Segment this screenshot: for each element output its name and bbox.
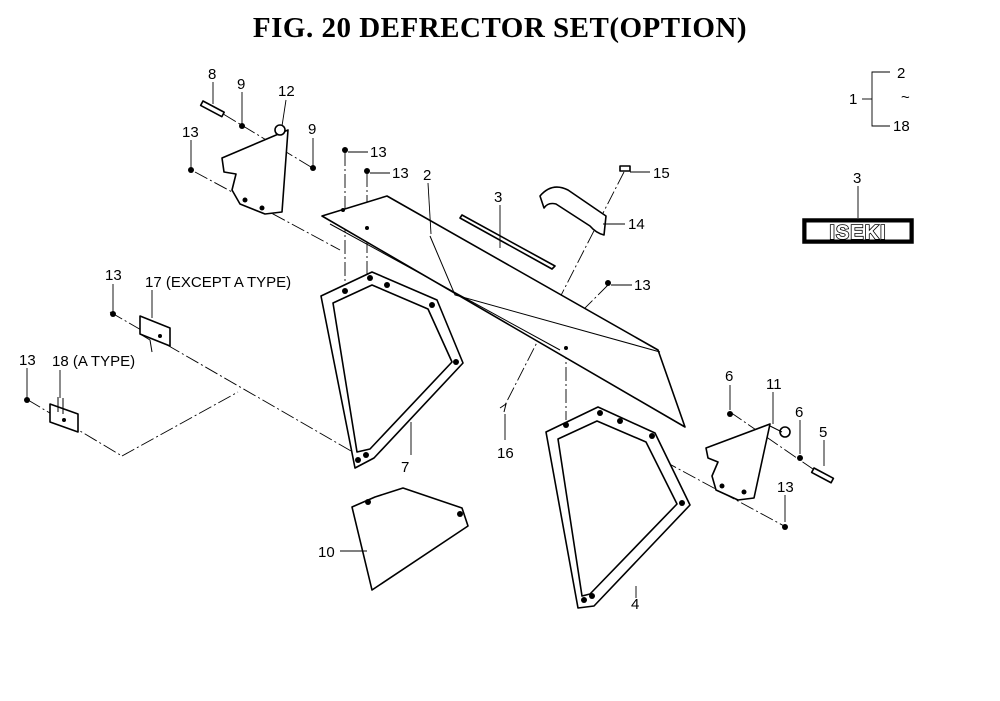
assembly-range-start: 2 <box>897 65 905 82</box>
assembly-number: 1 <box>849 91 857 108</box>
callout-6-left: 6 <box>725 368 733 385</box>
iseki-logo-plate: ISEKI <box>802 218 914 245</box>
plate-a-type <box>49 397 79 433</box>
callout-14: 14 <box>628 216 645 233</box>
callout-9-left: 9 <box>237 76 245 93</box>
callout-15: 15 <box>653 165 670 182</box>
callout-13-top-a: 13 <box>370 144 387 161</box>
callout-13-right-bracket: 13 <box>777 479 794 496</box>
callout-13-top-b: 13 <box>392 165 409 182</box>
figure-title: FIG. 20 DEFRECTOR SET(OPTION) <box>252 12 748 44</box>
callout-3-logo: 3 <box>853 170 861 187</box>
assembly-range-end: 18 <box>893 118 910 135</box>
callout-11: 11 <box>766 376 782 393</box>
callout-7: 7 <box>401 459 409 476</box>
callout-17: 17 (EXCEPT A TYPE) <box>145 274 291 291</box>
right-bracket <box>705 423 791 501</box>
iseki-logo-text: ISEKI <box>829 222 886 244</box>
callout-6-right: 6 <box>795 404 803 421</box>
callout-10: 10 <box>318 544 335 561</box>
callout-5: 5 <box>819 424 827 441</box>
callout-18: 18 (A TYPE) <box>52 353 135 370</box>
callout-leaders <box>26 82 859 598</box>
callout-13-bracket: 13 <box>182 124 199 141</box>
top-deflector-plate <box>321 195 686 428</box>
fasteners <box>24 100 835 530</box>
bracket-except-a-type <box>139 315 171 353</box>
callout-3-strip: 3 <box>494 189 502 206</box>
lower-flap <box>351 487 469 591</box>
callout-2: 2 <box>423 167 431 184</box>
callout-4: 4 <box>631 596 639 613</box>
left-bracket <box>221 124 289 215</box>
callout-13-plate: 13 <box>634 277 651 294</box>
assembly-range-separator: ~ <box>901 89 910 106</box>
assembly-range-bracket <box>862 71 890 127</box>
decal-strip <box>459 214 556 270</box>
callout-8: 8 <box>208 66 216 83</box>
handle <box>539 186 607 236</box>
left-side-frame <box>320 271 464 469</box>
callout-12: 12 <box>278 83 295 100</box>
right-side-frame <box>545 406 691 609</box>
callout-9-right: 9 <box>308 121 316 138</box>
callout-13-type18: 13 <box>19 352 36 369</box>
callout-16: 16 <box>497 445 514 462</box>
callout-13-type17: 13 <box>105 267 122 284</box>
